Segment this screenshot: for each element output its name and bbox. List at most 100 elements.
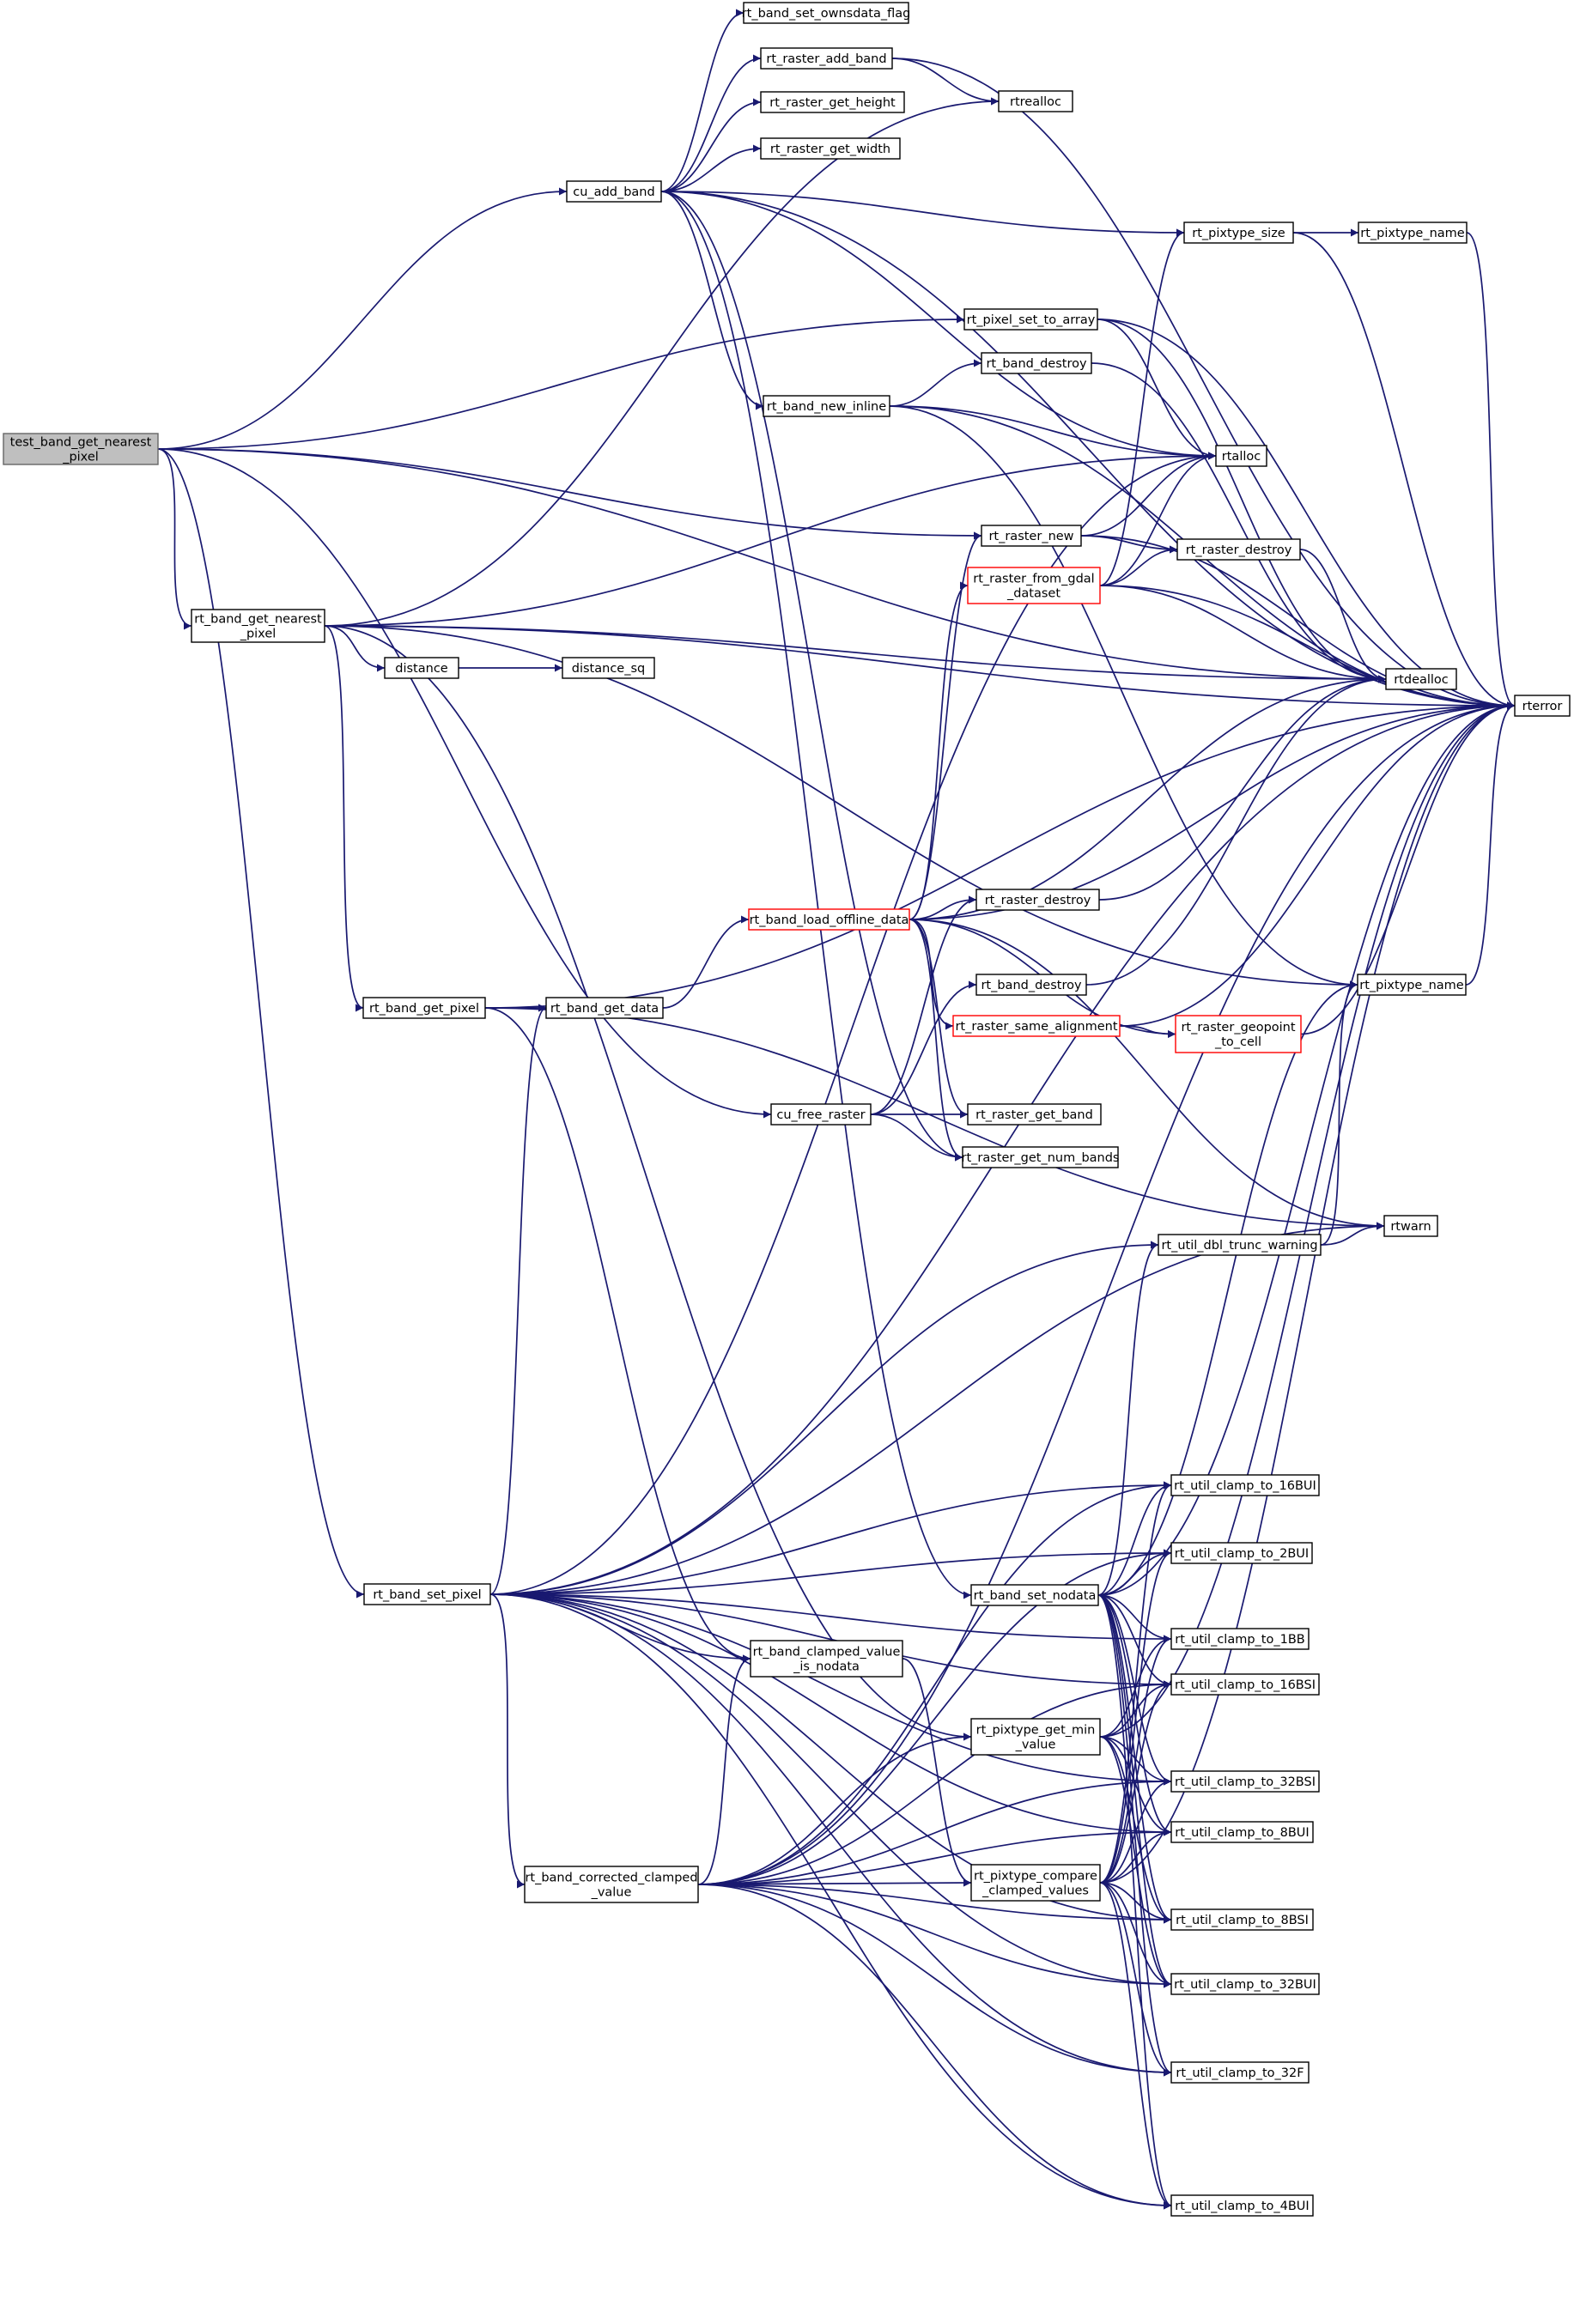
node-rt-util-clamp-to-2BUI[interactable]: rt_util_clamp_to_2BUI [1170, 1542, 1313, 1564]
node-rt-raster-get-width[interactable]: rt_raster_get_width [760, 137, 901, 160]
node-rt-raster-get-band[interactable]: rt_raster_get_band [967, 1103, 1102, 1126]
node-rt-band-set-pixel[interactable]: rt_band_set_pixel [363, 1583, 491, 1605]
node-rtalloc[interactable]: rtalloc [1215, 445, 1267, 467]
edge-rt-band-corrected-clamped-value-to-rt-util-clamp-to-16BSI [697, 1680, 1172, 1885]
node-rt-raster-destroy-top[interactable]: rt_raster_destroy [1176, 538, 1301, 561]
edge-test-band-get-nearest-pixel-to-rt-raster-new [157, 448, 982, 540]
node-cu-free-raster[interactable]: cu_free_raster [770, 1103, 872, 1126]
node-rt-raster-geopoint-to-cell[interactable]: rt_raster_geopoint_to_cell [1175, 1015, 1302, 1053]
node-label: rt_band_new_inline [767, 400, 886, 414]
node-rt-band-destroy-top[interactable]: rt_band_destroy [981, 352, 1092, 374]
node-rterror[interactable]: rterror [1514, 695, 1571, 717]
edge-rt-band-set-nodata-to-rt-util-clamp-to-8BUI [1097, 1594, 1172, 1836]
node-rt-band-get-pixel[interactable]: rt_band_get_pixel [362, 997, 486, 1019]
node-rt-util-clamp-to-1BB[interactable]: rt_util_clamp_to_1BB [1170, 1628, 1310, 1650]
node-rt-band-set-nodata[interactable]: rt_band_set_nodata [970, 1584, 1099, 1606]
node-rt-band-load-offline-data[interactable]: rt_band_load_offline_data [748, 908, 910, 931]
node-box [566, 180, 662, 203]
node-rt-band-destroy-mid[interactable]: rt_band_destroy [975, 974, 1087, 996]
node-rt-util-clamp-to-8BSI[interactable]: rt_util_clamp_to_8BSI [1170, 1908, 1314, 1931]
node-label: rt_util_clamp_to_1BB [1175, 1633, 1304, 1647]
node-box [1383, 1215, 1438, 1237]
node-rt-util-clamp-to-4BUI[interactable]: rt_util_clamp_to_4BUI [1170, 2194, 1314, 2217]
node-box [562, 657, 655, 679]
edge-rt-pixel-set-to-array-to-rtdealloc [1097, 319, 1387, 683]
edge-rt-band-set-nodata-to-rt-util-clamp-to-16BUI [1097, 1481, 1172, 1596]
node-rt-util-clamp-to-32BUI[interactable]: rt_util_clamp_to_32BUI [1170, 1973, 1320, 1995]
node-rt-band-corrected-clamped-value[interactable]: rt_band_corrected_clamped_value [524, 1866, 699, 1903]
edge-rt-band-clamped-value-is-nodata-to-rt-pixtype-compare-clamped-values [902, 1658, 972, 1887]
node-distance-sq[interactable]: distance_sq [562, 657, 655, 679]
edge-rt-pixtype-compare-clamped-values-to-rterror [1099, 701, 1516, 1884]
edge-rt-raster-same-alignment-to-rterror [1119, 701, 1516, 1027]
node-label: rt_pixel_set_to_array [967, 313, 1096, 327]
node-rt-pixtype-get-min-value[interactable]: rt_pixtype_get_min_value [970, 1718, 1101, 1756]
node-rtrealloc[interactable]: rtrealloc [998, 90, 1073, 112]
node-rt-util-clamp-to-32F[interactable]: rt_util_clamp_to_32F [1170, 2061, 1310, 2084]
node-rtwarn[interactable]: rtwarn [1383, 1215, 1438, 1237]
edge-rt-band-get-nearest-pixel-to-rterror [324, 625, 1516, 710]
node-box [1158, 1234, 1322, 1256]
edge-rt-pixtype-compare-clamped-values-to-rt-util-clamp-to-32BSI [1099, 1777, 1172, 1884]
node-label: rt_util_clamp_to_2BUI [1175, 1547, 1309, 1561]
edge-rt-band-set-nodata-to-rt-util-clamp-to-2BUI [1097, 1549, 1172, 1596]
node-rt-raster-from-gdal-dataset[interactable]: rt_raster_from_gdal_dataset [967, 567, 1101, 604]
edge-cu-free-raster-to-rt-raster-get-num-bands [870, 1113, 963, 1162]
node-rt-pixtype-size[interactable]: rt_pixtype_size [1183, 221, 1294, 244]
node-label: rt_pixtype_compare [974, 1870, 1097, 1884]
node-box [750, 1640, 903, 1678]
node-rt-band-new-inline[interactable]: rt_band_new_inline [763, 395, 890, 417]
edge-rt-pixtype-compare-clamped-values-to-rt-util-clamp-to-32BUI [1099, 1882, 1172, 1988]
edge-rt-pixtype-compare-clamped-values-to-rt-util-clamp-to-4BUI [1099, 1882, 1172, 2210]
edge-cu-add-band-to-rterror [660, 191, 1516, 710]
node-box [975, 974, 1087, 996]
node-label: rt_raster_destroy [1186, 543, 1292, 557]
edge-rt-pixtype-compare-clamped-values-to-rt-util-clamp-to-32F [1099, 1882, 1172, 2077]
node-label: rt_raster_add_band [766, 52, 886, 66]
node-rt-raster-same-alignment[interactable]: rt_raster_same_alignment [952, 1015, 1121, 1037]
node-rt-raster-get-num-bands[interactable]: rt_raster_get_num_bands [962, 1146, 1120, 1168]
node-rt-util-clamp-to-32BSI[interactable]: rt_util_clamp_to_32BSI [1170, 1770, 1320, 1793]
node-box [981, 525, 1082, 547]
node-label: rt_band_corrected_clamped [525, 1872, 697, 1885]
node-label: rt_raster_get_width [770, 143, 890, 156]
node-rt-pixtype-compare-clamped-values[interactable]: rt_pixtype_compare_clamped_values [970, 1864, 1101, 1902]
node-rt-band-get-data[interactable]: rt_band_get_data [545, 997, 664, 1019]
node-box [760, 47, 893, 70]
node-rt-raster-get-height[interactable]: rt_raster_get_height [760, 91, 905, 113]
node-box [1170, 1542, 1313, 1564]
node-rt-raster-add-band[interactable]: rt_raster_add_band [760, 47, 893, 70]
node-label: rt_raster_destroy [985, 894, 1091, 907]
edge-test-band-get-nearest-pixel-to-rt-pixel-set-to-array [157, 315, 965, 450]
edge-cu-add-band-to-rt-band-new-inline [660, 191, 764, 410]
node-rt-raster-destroy-mid[interactable]: rt_raster_destroy [975, 889, 1100, 911]
edge-rt-pixtype-compare-clamped-values-to-rt-util-clamp-to-1BB [1099, 1635, 1172, 1884]
edge-rt-raster-from-gdal-dataset-to-rtalloc [1099, 452, 1217, 586]
node-label: _dataset [1006, 587, 1060, 601]
node-box [1170, 1628, 1310, 1650]
node-rt-util-dbl-trunc-warning[interactable]: rt_util_dbl_trunc_warning [1158, 1234, 1322, 1256]
node-rt-pixtype-name-mid[interactable]: rt_pixtype_name [1357, 974, 1467, 996]
node-rtdealloc[interactable]: rtdealloc [1385, 668, 1457, 690]
node-rt-pixel-set-to-array[interactable]: rt_pixel_set_to_array [963, 308, 1098, 331]
node-test-band-get-nearest-pixel[interactable]: test_band_get_nearest_pixel [3, 433, 159, 465]
edge-rt-raster-from-gdal-dataset-to-rt-raster-destroy-top [1099, 545, 1178, 586]
node-rt-pixtype-name-top[interactable]: rt_pixtype_name [1358, 221, 1468, 244]
node-label: rt_band_clamped_value [753, 1646, 901, 1660]
node-rt-util-clamp-to-8BUI[interactable]: rt_util_clamp_to_8BUI [1170, 1821, 1314, 1843]
edge-rt-band-set-pixel-to-rtwarn [489, 1222, 1385, 1595]
edge-rt-raster-new-to-rterror [1080, 535, 1516, 710]
node-label: rt_pixtype_name [1360, 227, 1465, 240]
node-rt-util-clamp-to-16BUI[interactable]: rt_util_clamp_to_16BUI [1170, 1474, 1320, 1496]
edge-rt-band-set-pixel-to-rt-util-clamp-to-16BUI [489, 1481, 1172, 1595]
node-rt-util-clamp-to-16BSI[interactable]: rt_util_clamp_to_16BSI [1170, 1673, 1320, 1696]
node-cu-add-band[interactable]: cu_add_band [566, 180, 662, 203]
edge-test-band-get-nearest-pixel-to-cu-free-raster [157, 448, 772, 1119]
edge-rt-band-set-pixel-to-rt-util-clamp-to-8BUI [489, 1593, 1172, 1836]
node-rt-raster-new[interactable]: rt_raster_new [981, 525, 1082, 547]
node-rt-band-set-ownsdata-flag[interactable]: rt_band_set_ownsdata_flag [742, 2, 911, 24]
node-rt-band-clamped-value-is-nodata[interactable]: rt_band_clamped_value_is_nodata [750, 1640, 903, 1678]
node-distance[interactable]: distance [384, 657, 459, 679]
node-rt-band-get-nearest-pixel[interactable]: rt_band_get_nearest_pixel [191, 609, 325, 643]
